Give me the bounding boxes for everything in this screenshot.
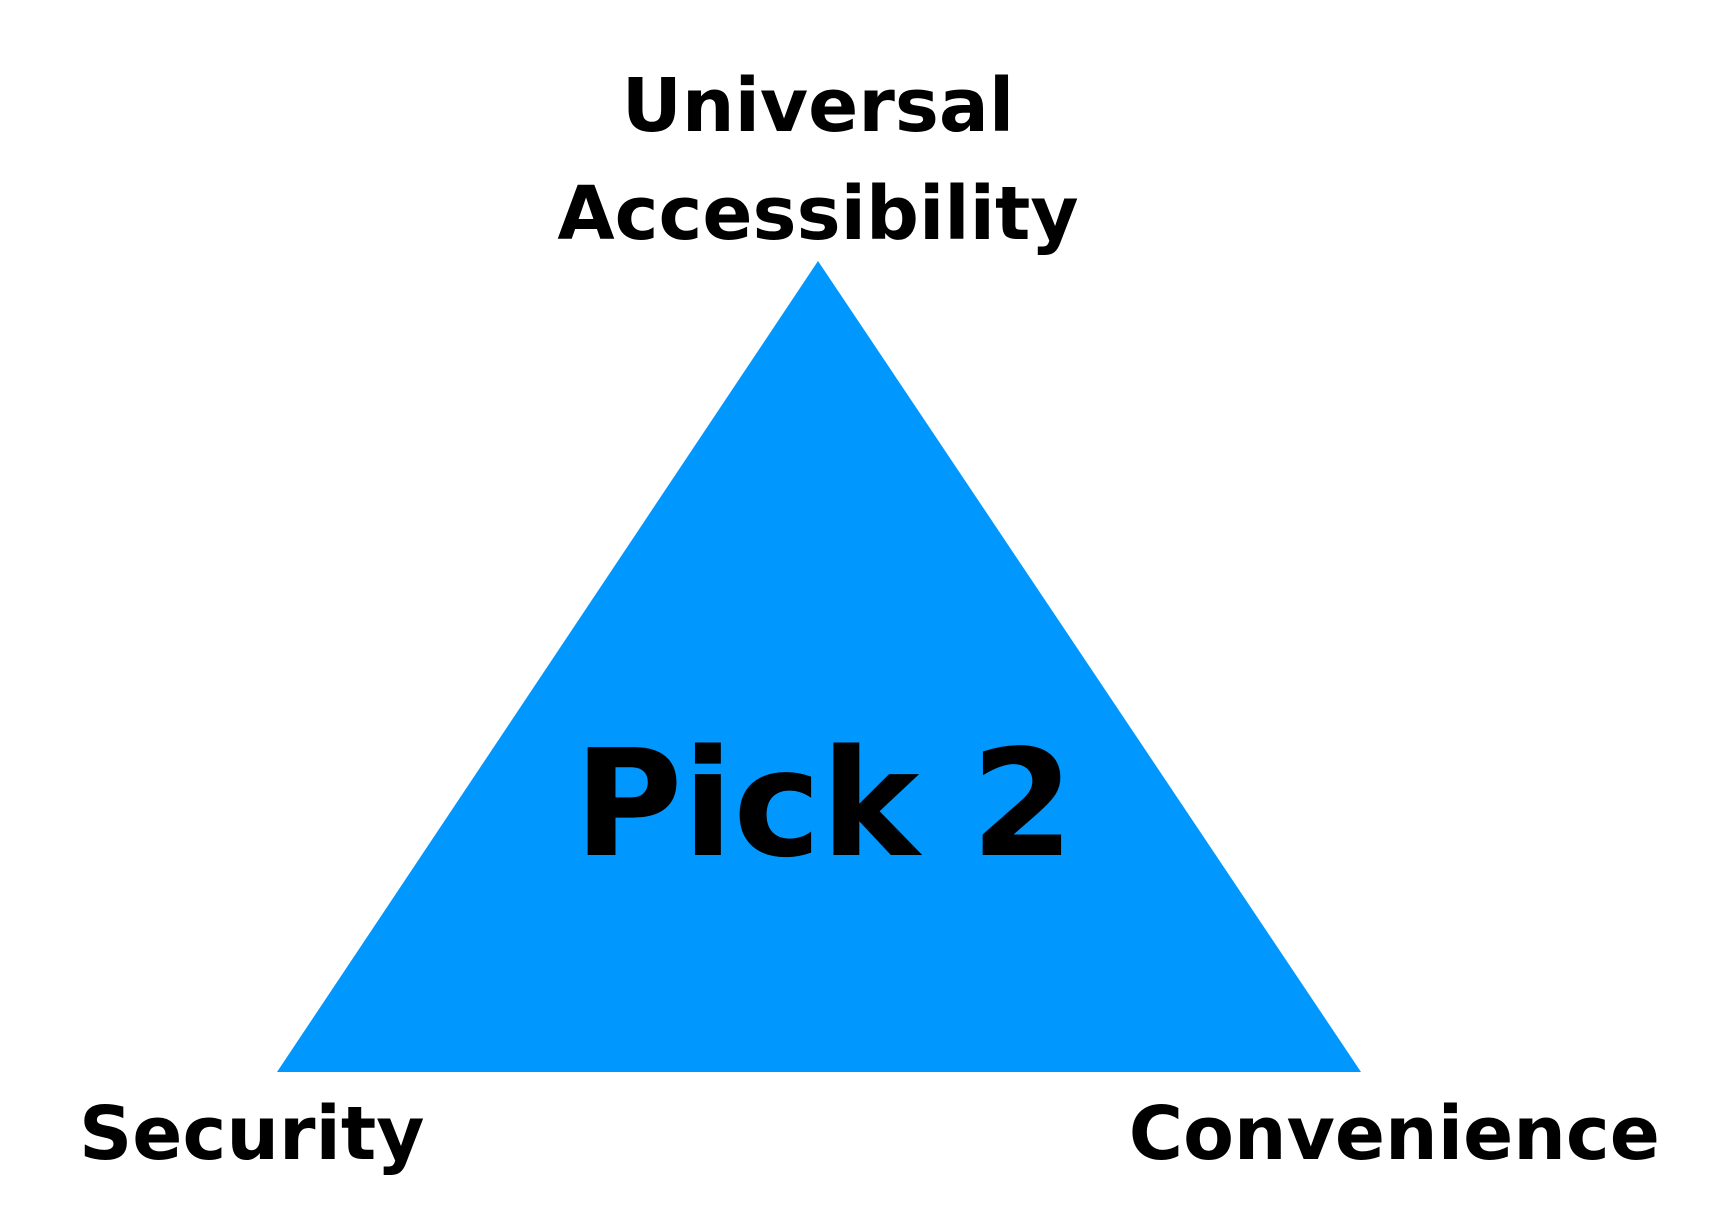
center-label: Pick 2 xyxy=(574,718,1074,890)
top-label-line2: Accessibility xyxy=(557,171,1078,257)
triangle xyxy=(277,261,1361,1072)
bottom-right-label: Convenience xyxy=(1129,1091,1660,1177)
top-label-line1: Universal xyxy=(622,63,1014,149)
bottom-left-label: Security xyxy=(79,1091,425,1177)
